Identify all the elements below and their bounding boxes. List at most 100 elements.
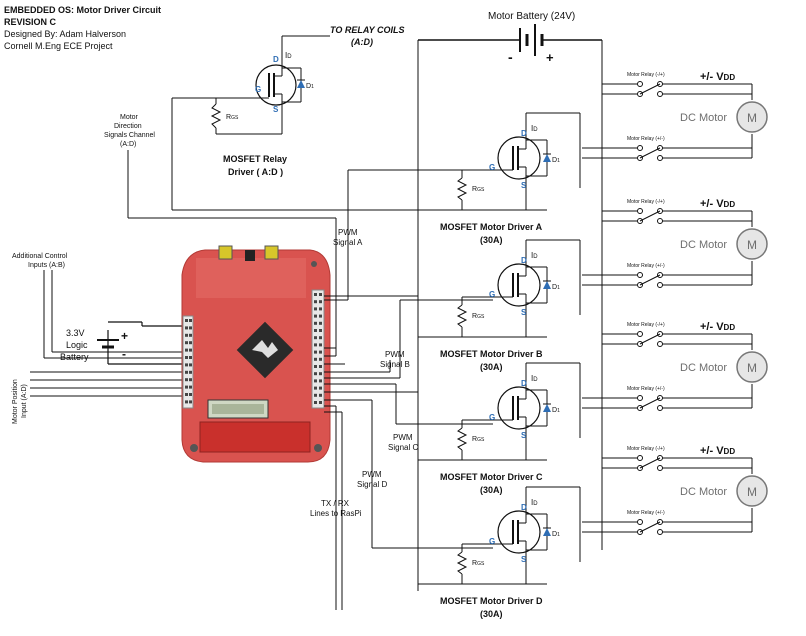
control-label-2: Inputs (A:B)	[28, 262, 65, 269]
pwm-a-label-2: Signal A	[333, 238, 363, 247]
txrx-label-2: Lines to RasPi	[310, 509, 362, 518]
relay-1-label: Motor Relay (-/+)	[627, 72, 665, 78]
motor-symbol: M	[747, 111, 757, 125]
mcu-board	[181, 245, 331, 463]
relay-contact	[637, 455, 643, 461]
relay-switch	[639, 333, 661, 345]
direction-label-4: (A:D)	[120, 141, 136, 148]
motor-channel-a: Motor Relay (-/+)Motor Relay (+/-)MDC Mo…	[582, 71, 768, 161]
relay-source-label: S	[273, 105, 279, 114]
header-pin	[185, 363, 188, 367]
header-pin	[314, 293, 317, 296]
logic-battery-minus: -	[122, 347, 126, 361]
motor-symbol: M	[747, 485, 757, 499]
relay-contact	[657, 341, 663, 347]
relay-contact	[637, 208, 643, 214]
relay-mosfet	[216, 64, 305, 112]
project-line: Cornell M.Eng ECE Project	[4, 41, 113, 51]
header-pin	[314, 321, 317, 325]
header-pin	[319, 393, 322, 397]
board-left-header	[185, 319, 192, 404]
relay-switch	[639, 83, 661, 95]
title-line: EMBEDDED OS: Motor Driver Circuit	[4, 5, 161, 15]
header-pin	[189, 378, 192, 382]
driver-rating: (30A)	[480, 609, 503, 619]
driver-name: MOSFET Motor Driver C	[440, 472, 543, 482]
gate-label: G	[489, 537, 495, 546]
driver-name: MOSFET Motor Driver D	[440, 596, 543, 606]
logic-battery-1: 3.3V	[66, 328, 85, 338]
vdd-label: +/- VDD	[700, 445, 735, 457]
relay-driver-label-1: MOSFET Relay	[223, 154, 287, 164]
control-label-1: Additional Control	[12, 253, 68, 260]
relay-contact	[657, 405, 663, 411]
header-pin	[314, 365, 317, 368]
header-pin	[319, 386, 322, 390]
motor-battery-symbol	[418, 24, 602, 56]
pwm-d-label-2: Signal D	[357, 480, 387, 489]
driver-rating: (30A)	[480, 485, 503, 495]
relay-driver-label-2: Driver ( A:D )	[228, 167, 283, 177]
rgs-label: RGS	[472, 436, 485, 443]
motor-battery-label: Motor Battery (24V)	[488, 11, 575, 22]
rgs-label: RGS	[472, 186, 485, 193]
pwm-c-label-2: Signal C	[388, 443, 418, 452]
driver-name: MOSFET Motor Driver B	[440, 349, 543, 359]
diode-icon	[543, 528, 551, 536]
header-pin	[189, 363, 192, 367]
header-pin	[319, 307, 322, 311]
logic-battery-3: Battery	[60, 352, 89, 362]
drain-current-label: ID	[531, 374, 538, 383]
header-pin	[314, 350, 317, 354]
header-pin	[185, 333, 188, 337]
relay-gate-label: G	[255, 85, 261, 94]
header-pin	[319, 343, 322, 347]
relay-1-label: Motor Relay (-/+)	[627, 322, 665, 328]
diode-label: D1	[552, 407, 560, 414]
diode-icon	[543, 154, 551, 162]
header-pin	[189, 393, 192, 396]
header-pin	[314, 386, 317, 390]
header-pin	[189, 319, 192, 322]
relay-contact	[657, 529, 663, 535]
header-pin	[319, 336, 322, 340]
header-pin	[314, 300, 317, 304]
pwm-a-label-1: PWM	[338, 228, 358, 237]
pwm-b-label-2: Signal B	[380, 360, 410, 369]
relay-contact	[657, 465, 663, 471]
motor-channel-c: Motor Relay (-/+)Motor Relay (+/-)MDC Mo…	[582, 321, 768, 411]
designer-line: Designed By: Adam Halverson	[4, 29, 126, 39]
header-pin	[314, 357, 317, 361]
header-pin	[319, 372, 322, 376]
header-pin	[319, 357, 322, 361]
diode-icon	[543, 281, 551, 289]
pwm-c-label-1: PWM	[393, 433, 413, 442]
motor-icon	[736, 475, 768, 507]
relay-switch	[639, 210, 661, 222]
relay-contact	[637, 331, 643, 337]
board-right-header	[314, 293, 322, 404]
motor-label: DC Motor	[680, 362, 727, 374]
diode-icon	[543, 404, 551, 412]
relay-contact	[657, 282, 663, 288]
driver-rating: (30A)	[480, 235, 503, 245]
gate-label: G	[489, 290, 495, 299]
position-wires	[30, 371, 185, 397]
vdd-label: +/- VDD	[700, 198, 735, 210]
header-pin	[189, 400, 192, 404]
driver-name: MOSFET Motor Driver A	[440, 222, 543, 232]
relay-switch	[639, 147, 661, 159]
source-label: S	[521, 181, 527, 190]
drain-label: D	[521, 129, 527, 138]
relay-contact	[657, 218, 663, 224]
relay-contact	[637, 145, 643, 151]
pwm-wiring	[324, 169, 493, 610]
relay-rgs-resistor	[171, 97, 283, 210]
logic-battery-2: Logic	[66, 340, 88, 350]
header-pin	[319, 300, 322, 304]
relay-contact	[657, 155, 663, 161]
header-pin	[319, 350, 322, 354]
relay-contact	[637, 395, 643, 401]
